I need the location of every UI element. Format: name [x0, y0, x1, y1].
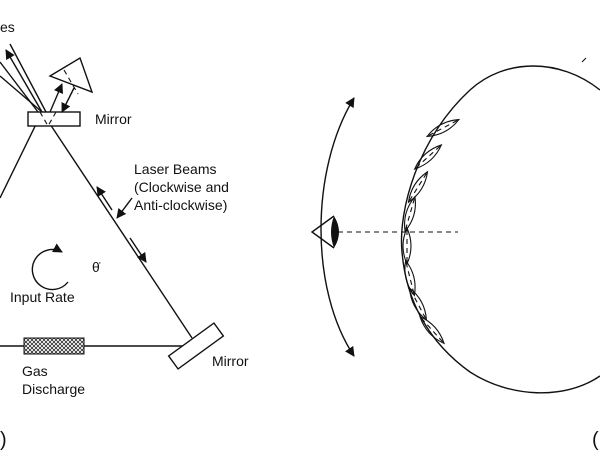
laser-beams-leader — [116, 197, 133, 219]
observer-eye-icon — [310, 215, 339, 249]
beam-arrow-down — [129, 237, 147, 263]
output-beam-3 — [9, 43, 47, 113]
panel-a-ring-laser: es Mirror Laser Beams (Clockwise and Ant… — [0, 19, 249, 451]
standing-wave-lobes — [402, 118, 461, 345]
gas-label: Gas — [22, 363, 48, 379]
discharge-label: Discharge — [22, 381, 85, 397]
panel-b-label: ( — [592, 429, 599, 451]
prism-dash — [63, 69, 79, 95]
laser-beams-label-2: (Clockwise and — [134, 179, 229, 195]
theta-dot-symbol: θ̇ — [92, 259, 101, 275]
rotation-double-arrow — [320, 97, 355, 357]
input-rate-label: Input Rate — [10, 289, 75, 305]
prism-beam-up — [49, 83, 64, 113]
output-label-fragment: es — [0, 19, 15, 35]
gas-discharge-tube — [23, 337, 85, 355]
beam-arrow-up — [96, 186, 113, 211]
beam-right-side — [41, 111, 193, 339]
panel-b-standing-wave: ( — [310, 57, 600, 451]
combining-prism — [48, 56, 94, 94]
laser-beams-label-1: Laser Beams — [134, 161, 216, 177]
input-rate-rotation-arrow — [31, 243, 69, 291]
right-mirror — [167, 322, 225, 370]
laser-beams-label-3: Anti-clockwise) — [134, 197, 227, 213]
output-beam-4 — [0, 75, 43, 113]
panel-a-label: ) — [0, 429, 7, 451]
output-beam-1 — [5, 49, 43, 113]
right-mirror-label: Mirror — [212, 353, 249, 369]
ring-path — [400, 65, 600, 394]
prism-beam-down — [61, 87, 75, 113]
top-mirror-dash-b — [47, 111, 57, 127]
top-mirror-label: Mirror — [95, 111, 132, 127]
ring-top-tick — [581, 57, 587, 63]
top-mirror-dash-a — [39, 111, 49, 127]
top-mirror — [27, 111, 81, 127]
